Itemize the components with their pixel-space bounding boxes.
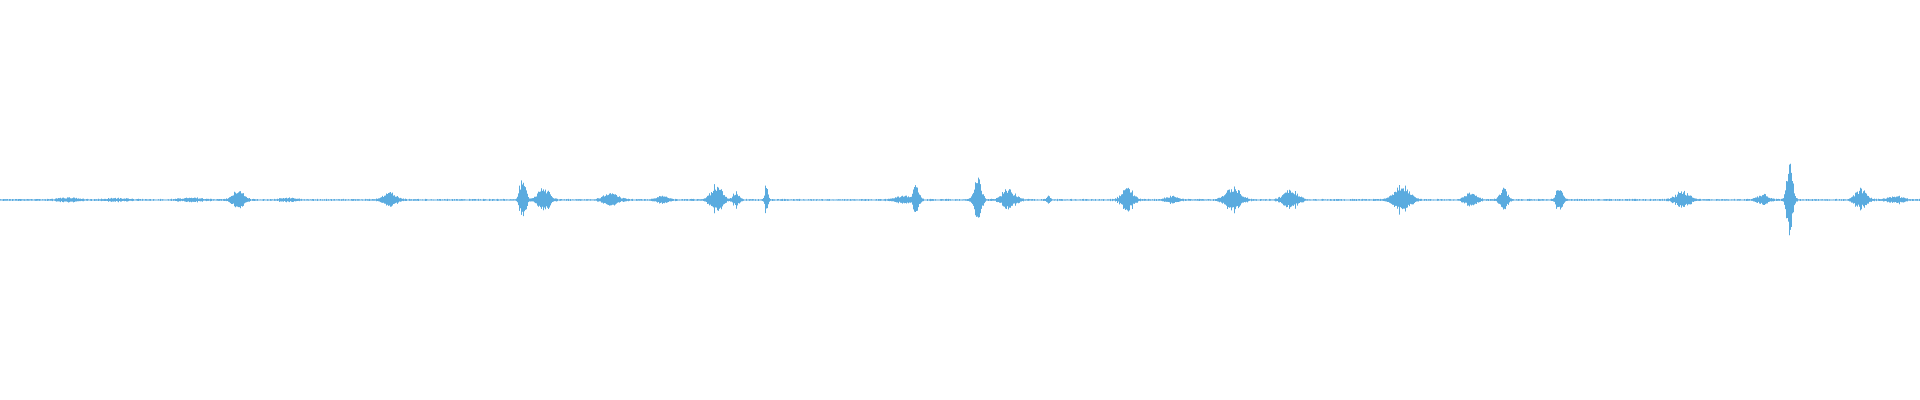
- waveform-trace: [0, 163, 1920, 236]
